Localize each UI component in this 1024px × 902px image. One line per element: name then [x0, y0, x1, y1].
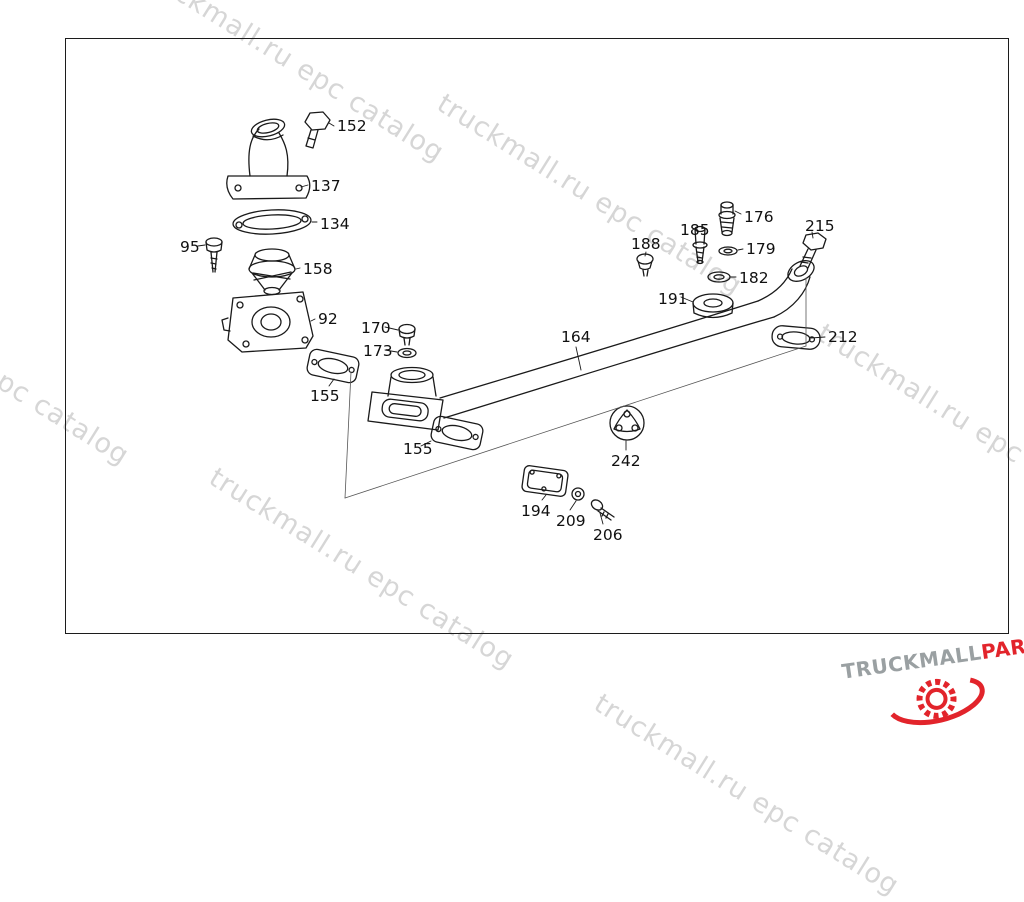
part-164-water-pipe — [367, 260, 815, 431]
part-label: 155 — [403, 440, 433, 458]
part-label: 191 — [658, 290, 688, 308]
part-188-bolt — [636, 253, 654, 277]
part-label: 179 — [746, 240, 776, 258]
part-134-gasket — [232, 209, 312, 235]
part-label: 134 — [320, 215, 350, 233]
part-label: 194 — [521, 502, 551, 520]
part-137-water-outlet — [226, 118, 311, 200]
part-label: 182 — [739, 269, 769, 287]
part-206-bolt — [590, 499, 615, 521]
part-label: 185 — [680, 221, 710, 239]
part-label: 155 — [310, 387, 340, 405]
part-label: 209 — [556, 512, 586, 530]
part-label: 242 — [611, 452, 641, 470]
part-209-washer — [571, 487, 585, 501]
part-92-thermostat-housing — [221, 291, 314, 353]
part-label: 158 — [303, 260, 333, 278]
part-185-stud — [692, 225, 708, 265]
part-label: 176 — [744, 208, 774, 226]
part-label: 152 — [337, 117, 367, 135]
part-label: 212 — [828, 328, 858, 346]
part-95-bolt — [205, 237, 223, 273]
part-242-flange — [609, 405, 645, 441]
part-212-gasket — [771, 325, 821, 350]
part-label: 173 — [363, 342, 393, 360]
part-label: 206 — [593, 526, 623, 544]
diagram-frame — [65, 38, 1009, 634]
part-label: 95 — [180, 238, 200, 256]
part-155-gasket-lower — [430, 415, 484, 451]
part-152-bolt — [304, 111, 331, 149]
leader-lines — [197, 122, 826, 525]
part-label: 92 — [318, 310, 338, 328]
part-215-bolt — [799, 232, 827, 269]
part-179-washer — [718, 246, 738, 256]
part-176-fitting — [718, 201, 736, 237]
part-label: 215 — [805, 217, 835, 235]
part-191-flange — [692, 293, 734, 319]
part-194-cover-plate — [521, 465, 569, 497]
part-182-washer — [707, 271, 731, 283]
part-170-bolt — [398, 323, 416, 346]
part-label: 137 — [311, 177, 341, 195]
part-label: 188 — [631, 235, 661, 253]
part-173-washer — [397, 347, 417, 359]
construction-lines — [344, 277, 807, 499]
part-label: 164 — [561, 328, 591, 346]
logo: TRUCKMALLPARTS — [840, 630, 1024, 740]
part-158-thermostat — [248, 248, 296, 296]
part-label: 170 — [361, 319, 391, 337]
logo-gear-icon — [890, 677, 985, 726]
part-155-gasket-upper — [306, 348, 360, 384]
diagram-drawing — [197, 111, 827, 525]
